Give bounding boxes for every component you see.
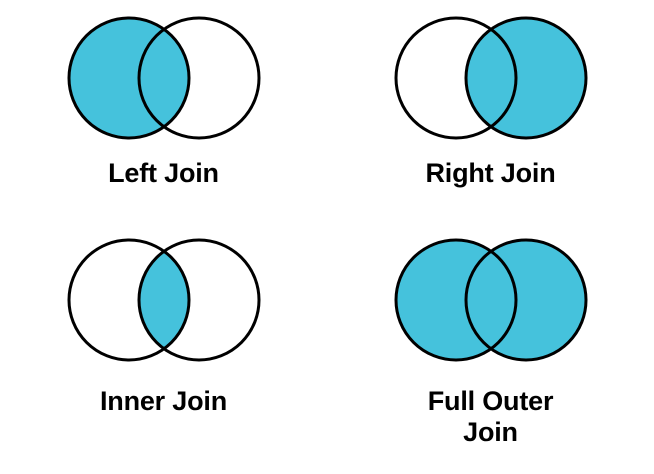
- left-circle-outline: [67, 238, 190, 362]
- diagram-cell-full-outer-join: Full Outer Join: [327, 222, 654, 474]
- intersection-fill-group: [138, 18, 189, 138]
- venn-svg-left-join: [67, 16, 260, 140]
- diagram-cell-inner-join: Inner Join: [0, 222, 327, 474]
- intersection-fill-group: [465, 18, 516, 138]
- left-circle-outline: [394, 238, 517, 362]
- diagram-cell-right-join: Right Join: [327, 0, 654, 222]
- left-circle-outline: [67, 16, 190, 140]
- right-circle-outline: [464, 238, 587, 362]
- venn-right-join: [391, 12, 591, 144]
- intersection-fill: [138, 240, 189, 360]
- venn-inner-join: [64, 234, 264, 366]
- venn-full-outer-join: [391, 234, 591, 366]
- venn-svg-right-join: [394, 16, 587, 140]
- venn-svg-full-outer-join: [394, 238, 587, 362]
- left-circle-outline: [394, 16, 517, 140]
- intersection-fill-group: [138, 240, 189, 360]
- intersection-fill: [465, 240, 516, 360]
- label-right-join: Right Join: [425, 158, 556, 188]
- right-circle-outline: [464, 16, 587, 140]
- right-circle-outline: [137, 238, 260, 362]
- venn-svg-inner-join: [67, 238, 260, 362]
- diagram-cell-left-join: Left Join: [0, 0, 327, 222]
- label-full-outer-join: Full Outer Join: [427, 386, 554, 448]
- right-circle-outline: [137, 16, 260, 140]
- intersection-fill-group: [465, 240, 516, 360]
- venn-left-join: [64, 12, 264, 144]
- intersection-fill: [138, 18, 189, 138]
- intersection-fill: [465, 18, 516, 138]
- label-left-join: Left Join: [108, 158, 219, 188]
- label-inner-join: Inner Join: [99, 386, 227, 416]
